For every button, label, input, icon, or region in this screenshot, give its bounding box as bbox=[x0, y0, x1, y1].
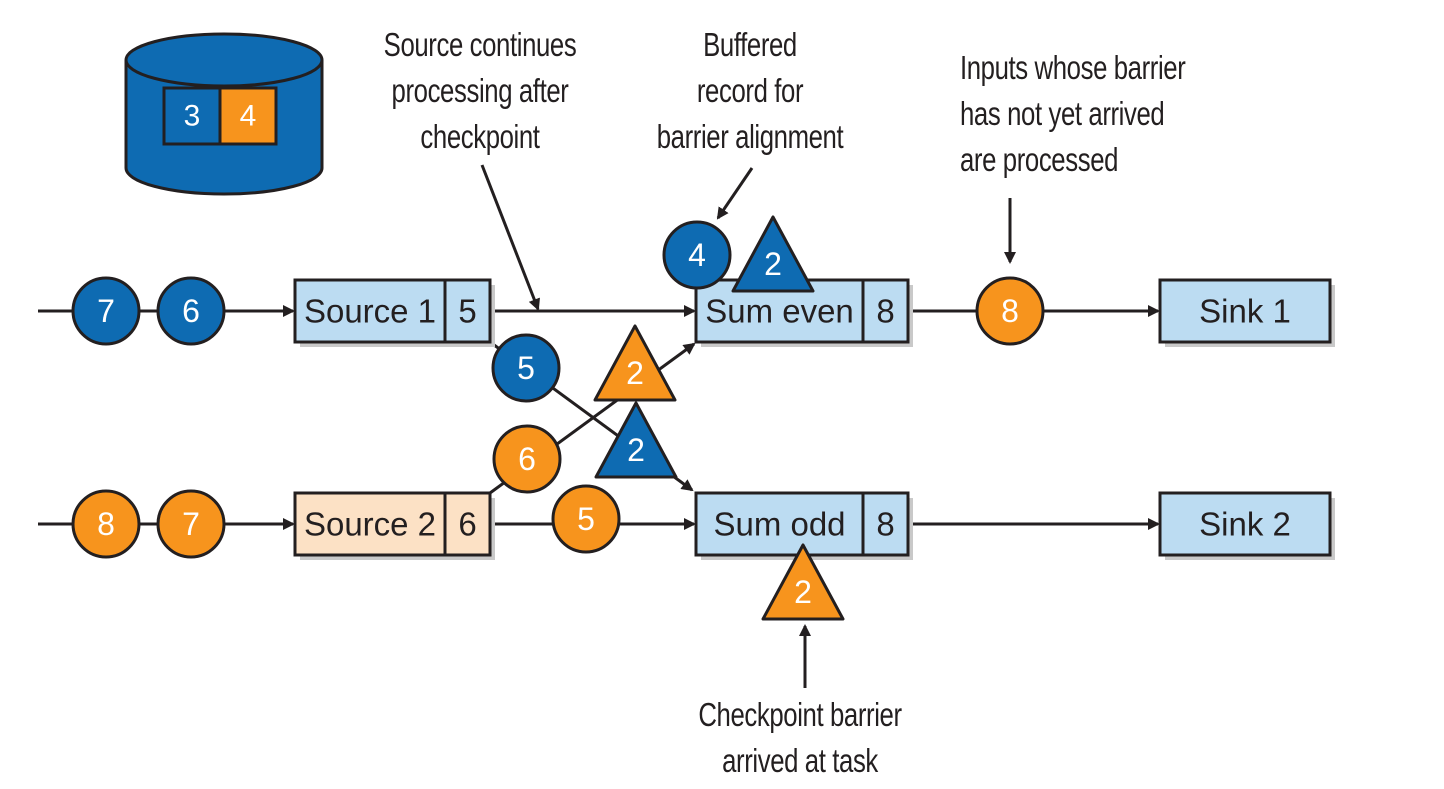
annotation-source-continues: Source continues processing after checkp… bbox=[383, 26, 577, 155]
record-label-buffered-4: 4 bbox=[688, 237, 706, 273]
annotation-buffered-record: Buffered record for barrier alignment bbox=[656, 26, 844, 155]
annotation-inputs-processed: Inputs whose barrier has not yet arrived… bbox=[960, 49, 1186, 178]
record-circle-s2-to-odd-5 bbox=[551, 484, 621, 554]
source2-box bbox=[293, 491, 492, 557]
sink1-label: Sink 1 bbox=[1199, 293, 1291, 330]
source2-label: Source 2 bbox=[304, 506, 436, 543]
sink2-label: Sink 2 bbox=[1199, 506, 1291, 543]
barrier-blue-to-odd-triangle bbox=[594, 401, 678, 479]
barrier-even-blue-triangle bbox=[731, 215, 815, 293]
record-circle-s2-to-even-6 bbox=[492, 424, 562, 494]
record-even-out-8: 8 bbox=[975, 276, 1045, 346]
source1-label: Source 1 bbox=[304, 293, 436, 330]
record-s2-to-even-6: 6 bbox=[492, 424, 562, 494]
record-label-in1-6: 6 bbox=[182, 293, 200, 329]
barrier-orange-to-even-label: 2 bbox=[626, 355, 644, 391]
barrier-odd-orange-triangle bbox=[761, 543, 845, 621]
barrier-blue-to-odd-label: 2 bbox=[627, 432, 645, 468]
barrier-orange-to-even-triangle bbox=[593, 324, 677, 402]
record-label-s1-to-odd-5: 5 bbox=[517, 350, 535, 386]
storage-value-3: 3 bbox=[184, 100, 201, 133]
record-label-in1-7: 7 bbox=[97, 293, 115, 329]
barrier-blue-to-odd: 2 bbox=[594, 401, 678, 479]
record-circle-in1-7 bbox=[71, 276, 141, 346]
callout-buffered-record-arrow bbox=[716, 167, 754, 220]
record-s2-to-odd-5: 5 bbox=[551, 484, 621, 554]
source2-task: Source 2 6 bbox=[293, 491, 495, 560]
storage-cell-4 bbox=[218, 86, 278, 146]
source1-state-value: 5 bbox=[458, 293, 476, 330]
checkpoint-storage-top bbox=[124, 32, 324, 88]
callout-source-continues-arrow bbox=[480, 164, 540, 311]
barrier-odd-orange-label: 2 bbox=[794, 574, 812, 610]
record-buffered-4: 4 bbox=[662, 220, 732, 290]
record-label-s2-to-odd-5: 5 bbox=[577, 501, 595, 537]
record-label-in2-7: 7 bbox=[182, 506, 200, 542]
sum-even-label: Sum even bbox=[705, 293, 854, 330]
sink2-task: Sink 2 bbox=[1158, 491, 1335, 560]
sum-odd-state-value: 8 bbox=[876, 506, 894, 543]
record-in2-7: 7 bbox=[156, 489, 226, 559]
source1-box bbox=[293, 278, 492, 344]
sum-odd-label: Sum odd bbox=[713, 506, 845, 543]
sink2-box bbox=[1158, 491, 1332, 557]
record-circle-even-out-8 bbox=[975, 276, 1045, 346]
record-in1-7: 7 bbox=[71, 276, 141, 346]
source2-state-value: 6 bbox=[458, 506, 476, 543]
record-in1-6: 6 bbox=[156, 276, 226, 346]
record-circle-in2-7 bbox=[156, 489, 226, 559]
record-in2-8: 8 bbox=[71, 489, 141, 559]
sink1-box bbox=[1158, 278, 1332, 344]
storage-value-4: 4 bbox=[240, 100, 257, 133]
record-label-in2-8: 8 bbox=[97, 506, 115, 542]
record-circle-buffered-4 bbox=[662, 220, 732, 290]
record-label-s2-to-even-6: 6 bbox=[518, 441, 536, 477]
sum-odd-task: Sum odd 8 bbox=[694, 491, 913, 560]
record-label-even-out-8: 8 bbox=[1001, 293, 1019, 329]
barrier-even-blue-label: 2 bbox=[764, 246, 782, 282]
source1-task: Source 1 5 bbox=[293, 278, 495, 347]
barrier-even-blue: 2 bbox=[731, 215, 815, 293]
record-circle-in1-6 bbox=[156, 276, 226, 346]
sum-even-state-value: 8 bbox=[876, 293, 894, 330]
record-s1-to-odd-5: 5 bbox=[491, 333, 561, 403]
sink1-task: Sink 1 bbox=[1158, 278, 1335, 347]
annotation-barrier-arrived: Checkpoint barrier arrived at task bbox=[698, 696, 902, 779]
barrier-odd-orange: 2 bbox=[761, 543, 845, 621]
barrier-orange-to-even: 2 bbox=[593, 324, 677, 402]
record-circle-s1-to-odd-5 bbox=[491, 333, 561, 403]
record-circle-in2-8 bbox=[71, 489, 141, 559]
